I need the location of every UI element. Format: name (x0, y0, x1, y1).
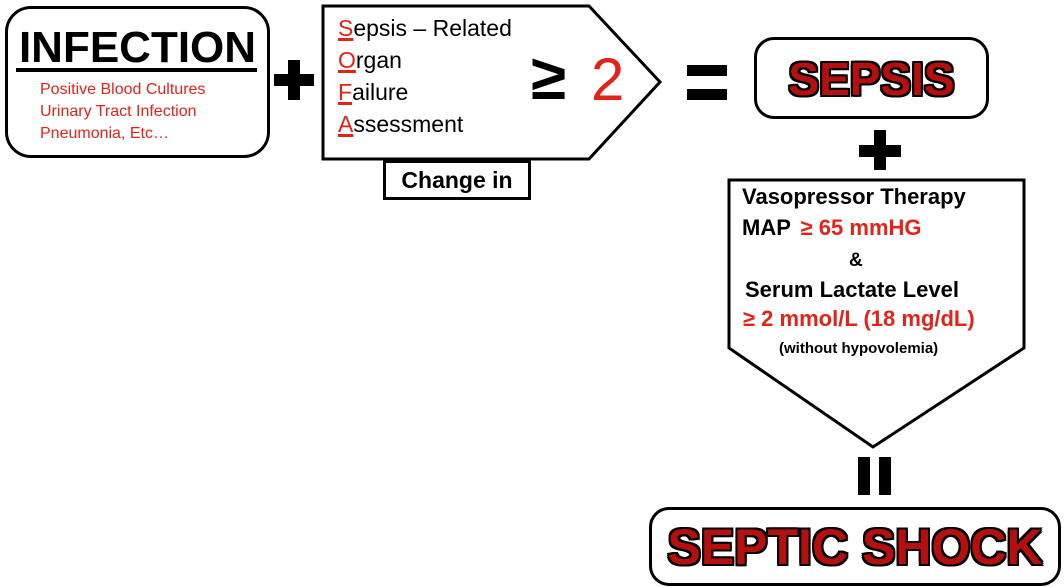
infection-title: INFECTION (18, 23, 257, 72)
change-in-label: Change in (401, 167, 513, 193)
lactate-label: Serum Lactate Level (745, 277, 959, 302)
hypovolemia-note: (without hypovolemia) (779, 340, 939, 357)
infection-examples: Positive Blood Cultures Urinary Tract In… (40, 79, 205, 145)
infection-underline (16, 68, 257, 72)
greater-equal-sign: ≥ (531, 41, 567, 113)
vasopressor-label: Vasopressor Therapy (742, 184, 966, 209)
sofa-line-f: Failure (338, 79, 409, 105)
sofa-line-a: Assessment (338, 111, 464, 137)
criteria-arrow-shape (727, 178, 1026, 449)
sepsis-label: SEPSIS (788, 53, 955, 105)
sofa-line-o: Organ (338, 47, 402, 73)
sofa-threshold: 2 (591, 46, 625, 113)
sepsis-box: SEPSIS (754, 37, 989, 119)
lactate-value: ≥ 2 mmol/L (18 mg/dL) (743, 306, 975, 331)
septic-shock-box: SEPTIC SHOCK (649, 507, 1061, 586)
infection-example: Positive Blood Cultures (40, 81, 206, 98)
and-label: & (849, 250, 863, 271)
infection-example: Pneumonia, Etc… (40, 125, 169, 142)
infection-example: Urinary Tract Infection (40, 103, 197, 120)
septic-shock-label: SEPTIC SHOCK (667, 519, 1043, 575)
map-criterion: MAP ≥ 65 mmHG (742, 215, 922, 240)
sofa-line-s: Sepsis – Related (338, 15, 512, 41)
change-in-box: Change in (383, 160, 531, 200)
infection-box: INFECTION Positive Blood Cultures Urinar… (5, 6, 270, 158)
sofa-arrow-shape (321, 4, 663, 161)
